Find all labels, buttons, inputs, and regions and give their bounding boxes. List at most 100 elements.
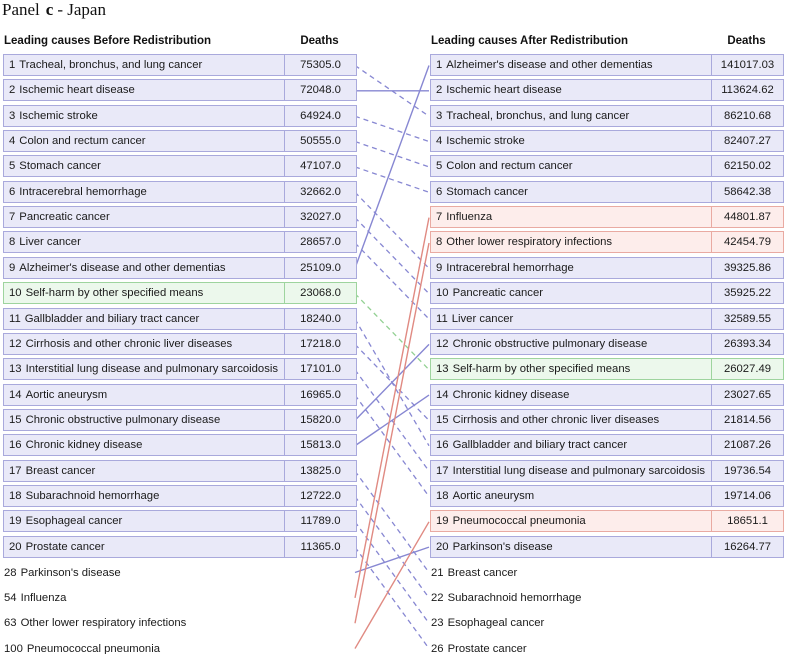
cause-label: Aortic aneurysm: [452, 489, 535, 502]
rank-number: 17: [9, 464, 22, 477]
rank-link-line: [354, 318, 430, 447]
rank-number: 3: [9, 109, 16, 122]
cause-label: Other lower respiratory infections: [446, 236, 613, 249]
before-deaths-cell: 15820.0: [284, 408, 357, 431]
rank-number: 7: [9, 211, 16, 224]
before-deaths-cell: 23068.0: [284, 282, 357, 305]
rank-number: 17: [436, 464, 449, 477]
before-deaths-cell: 17101.0: [284, 358, 357, 381]
deaths-value: 44801.87: [723, 211, 772, 224]
before-deaths-cell: 72048.0: [284, 79, 357, 102]
cause-label: Esophageal cancer: [447, 617, 545, 630]
rank-link-line: [354, 242, 430, 320]
cause-label: Alzheimer's disease and other dementias: [446, 59, 653, 71]
rank-link-line: [354, 166, 430, 193]
cause-label: Pneumococcal pneumonia: [452, 515, 586, 528]
panel-title-prefix: Panel: [2, 0, 40, 19]
rank-link-line: [354, 521, 430, 649]
after-deaths-cell: 141017.03: [711, 54, 784, 76]
after-deaths-cell: 26027.49: [711, 358, 784, 381]
deaths-value: 15820.0: [300, 413, 341, 426]
before-deaths-header: Deaths: [300, 35, 339, 47]
cause-label: Colon and rectum cancer: [19, 135, 146, 148]
deaths-value: 23027.65: [723, 388, 772, 401]
after-deaths-cell: 19714.06: [711, 484, 784, 507]
deaths-value: 35925.22: [723, 287, 772, 300]
rank-number: 9: [436, 261, 443, 274]
deaths-value: 26027.49: [723, 363, 772, 376]
cause-label: Influenza: [20, 591, 67, 604]
rank-number: 4: [9, 135, 16, 148]
before-deaths-cell: 11365.0: [284, 535, 357, 558]
before-deaths-cell: 32027.0: [284, 206, 357, 229]
rank-number: 15: [9, 413, 22, 426]
before-deaths-cell: 28657.0: [284, 231, 357, 254]
rank-number: 8: [436, 236, 443, 249]
before-deaths-cell: 12722.0: [284, 484, 357, 507]
cause-label: Alzheimer's disease and other dementias: [19, 261, 226, 274]
after-deaths-cell: 42454.79: [711, 231, 784, 254]
deaths-value: 58642.38: [723, 185, 772, 198]
rank-link-line: [354, 65, 430, 269]
cause-label: Self-harm by other specified means: [452, 363, 631, 376]
after-deaths-cell: 23027.65: [711, 383, 784, 406]
rank-number: 28: [4, 566, 17, 579]
after-deaths-cell: 32589.55: [711, 307, 784, 330]
rank-number: 18: [436, 489, 449, 502]
before-causes-header: Leading causes Before Redistribution: [4, 35, 212, 47]
rank-link-line: [354, 369, 430, 472]
deaths-value: 50555.0: [300, 135, 341, 148]
rank-number: 16: [9, 439, 22, 452]
before-deaths-cell: 25109.0: [284, 256, 357, 279]
rank-number: 15: [436, 413, 449, 426]
before-deaths-cell: 18240.0: [284, 307, 357, 330]
rank-number: 23: [431, 617, 444, 630]
deaths-value: 19714.06: [723, 489, 772, 502]
rank-number: 20: [436, 540, 449, 553]
deaths-value: 25109.0: [300, 261, 341, 274]
cause-label: Influenza: [446, 211, 493, 224]
rank-link-line: [354, 546, 430, 649]
cause-label: Interstitial lung disease and pulmonary …: [452, 464, 706, 477]
cause-label: Subarachnoid hemorrhage: [25, 489, 160, 502]
deaths-value: 23068.0: [300, 287, 341, 300]
cause-label: Chronic obstructive pulmonary disease: [25, 413, 221, 426]
cause-label: Parkinson's disease: [452, 540, 553, 553]
after-deaths-cell: 113624.62: [711, 79, 784, 102]
cause-label: Breast cancer: [25, 464, 96, 477]
deaths-value: 12722.0: [300, 489, 341, 502]
after-deaths-cell: 21087.26: [711, 434, 784, 457]
cause-label: Ischemic stroke: [19, 109, 98, 122]
deaths-value: 62150.02: [723, 160, 772, 173]
deaths-value: 75305.0: [300, 59, 341, 71]
rank-link-line: [354, 343, 430, 421]
rank-number: 14: [436, 388, 449, 401]
deaths-value: 47107.0: [300, 160, 341, 173]
cause-label: Pancreatic cancer: [19, 211, 110, 224]
